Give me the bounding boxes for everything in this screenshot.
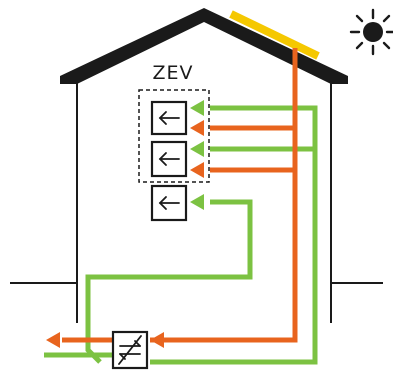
- zev-label: ZEV: [152, 62, 194, 84]
- arrow-left-icon: [158, 111, 180, 125]
- solar-flow-lines: [62, 48, 298, 343]
- meter-1: [150, 100, 188, 136]
- house-walls: [76, 74, 332, 323]
- zev-group-box: [138, 89, 210, 183]
- grid-flow-arrowheads: [190, 100, 204, 210]
- meter-3: [150, 184, 188, 222]
- bidirectional-meter: [111, 330, 149, 370]
- solar-flow-arrowheads: [46, 120, 204, 348]
- house-roof: [60, 8, 348, 84]
- meter-2: [150, 140, 188, 178]
- arrow-left-icon: [158, 196, 180, 210]
- solar-panel: [229, 10, 320, 60]
- grid-flow-lines: [44, 105, 318, 365]
- sun-icon: [349, 8, 393, 56]
- arrow-left-icon: [158, 152, 180, 166]
- bidirectional-arrows-icon: [118, 335, 142, 365]
